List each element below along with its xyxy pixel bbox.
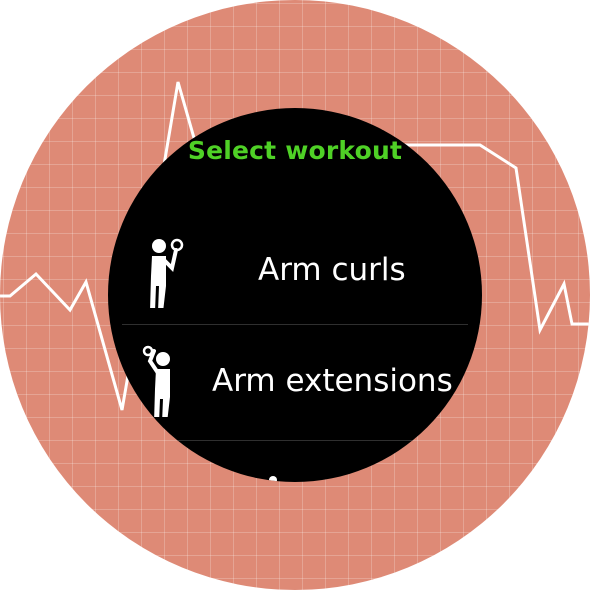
workout-item-partial[interactable] <box>108 454 482 482</box>
workout-item-arm-extensions[interactable]: Arm extensions <box>108 338 482 433</box>
arm-curl-figure-icon <box>150 238 184 308</box>
divider <box>174 440 424 441</box>
page-title: Select workout <box>187 136 403 165</box>
divider <box>122 324 468 325</box>
workout-label: Arm curls <box>258 252 406 288</box>
workout-item-arm-curls[interactable]: Arm curls <box>108 228 482 323</box>
workout-label: Arm extensions <box>212 363 453 399</box>
arm-extension-figure-icon <box>142 345 170 417</box>
workout-figure-icon <box>269 476 277 482</box>
workout-select-screen[interactable]: Select workout Arm curls Arm extensions <box>108 108 482 482</box>
